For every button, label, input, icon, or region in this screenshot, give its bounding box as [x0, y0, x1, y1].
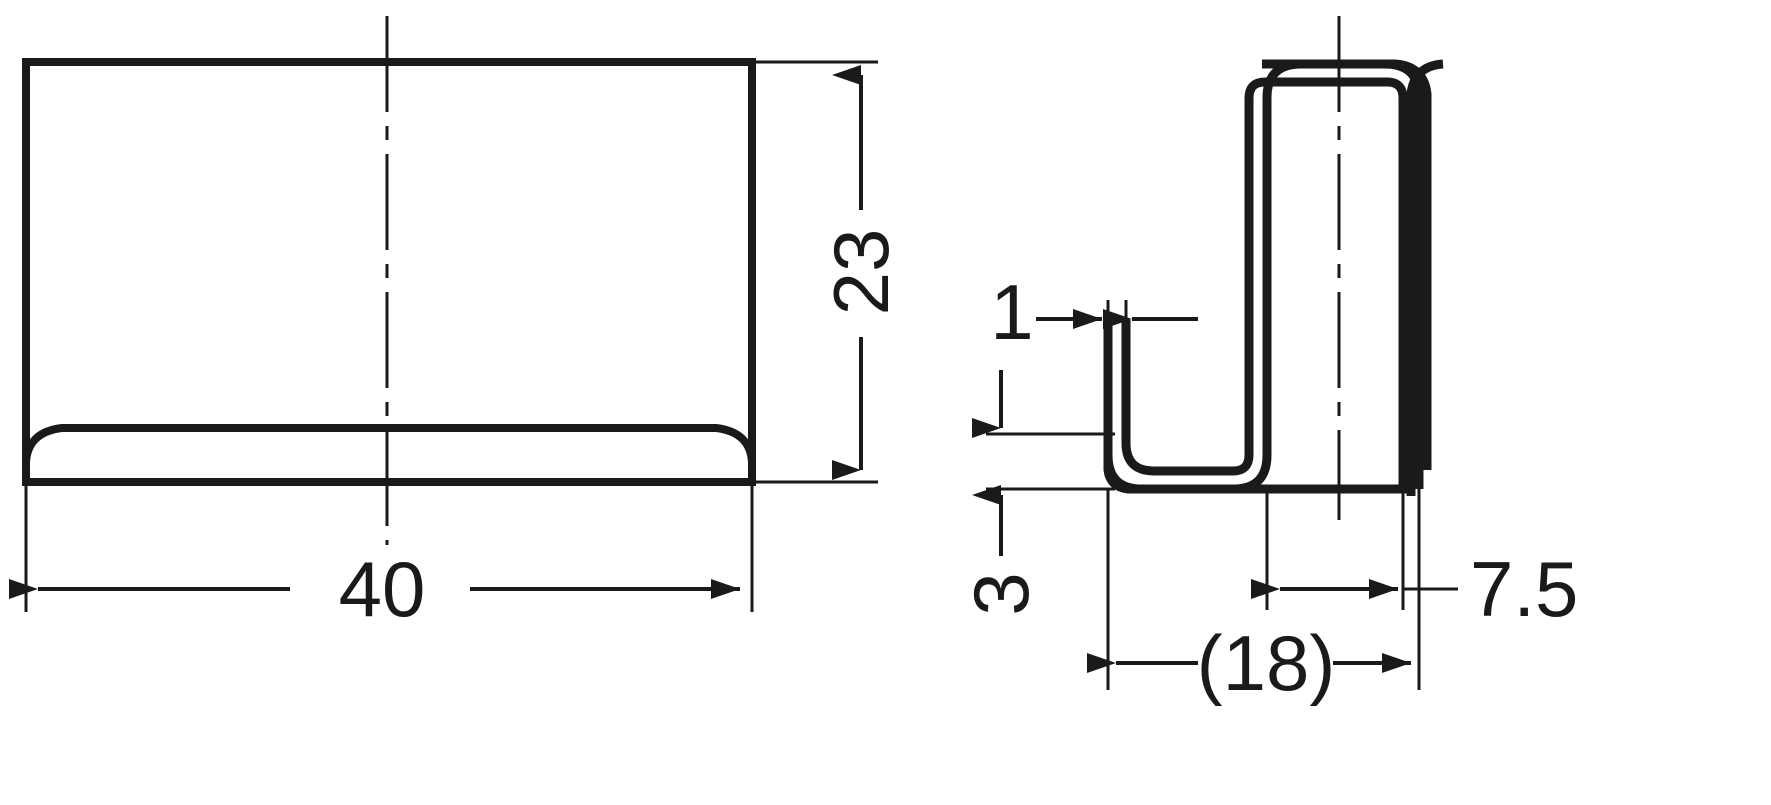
dim-label-thickness: 1: [990, 268, 1033, 356]
dim-label-height: 23: [817, 229, 905, 316]
dim-label-lip-height: 3: [957, 572, 1045, 615]
side-view-profile-outer: [1103, 59, 1424, 494]
front-view-lip-curve: [22, 424, 756, 478]
front-view-group: 23 40: [8, 16, 905, 633]
dim-label-base-depth: (18): [1197, 619, 1336, 707]
dim-label-leg-width: 7.5: [1470, 545, 1578, 633]
side-view-profile-inner: [1121, 77, 1408, 489]
side-view-group: 1 3 (18) 7.5: [957, 16, 1578, 707]
dim-label-width: 40: [339, 545, 426, 633]
front-view-outline: [22, 58, 756, 486]
